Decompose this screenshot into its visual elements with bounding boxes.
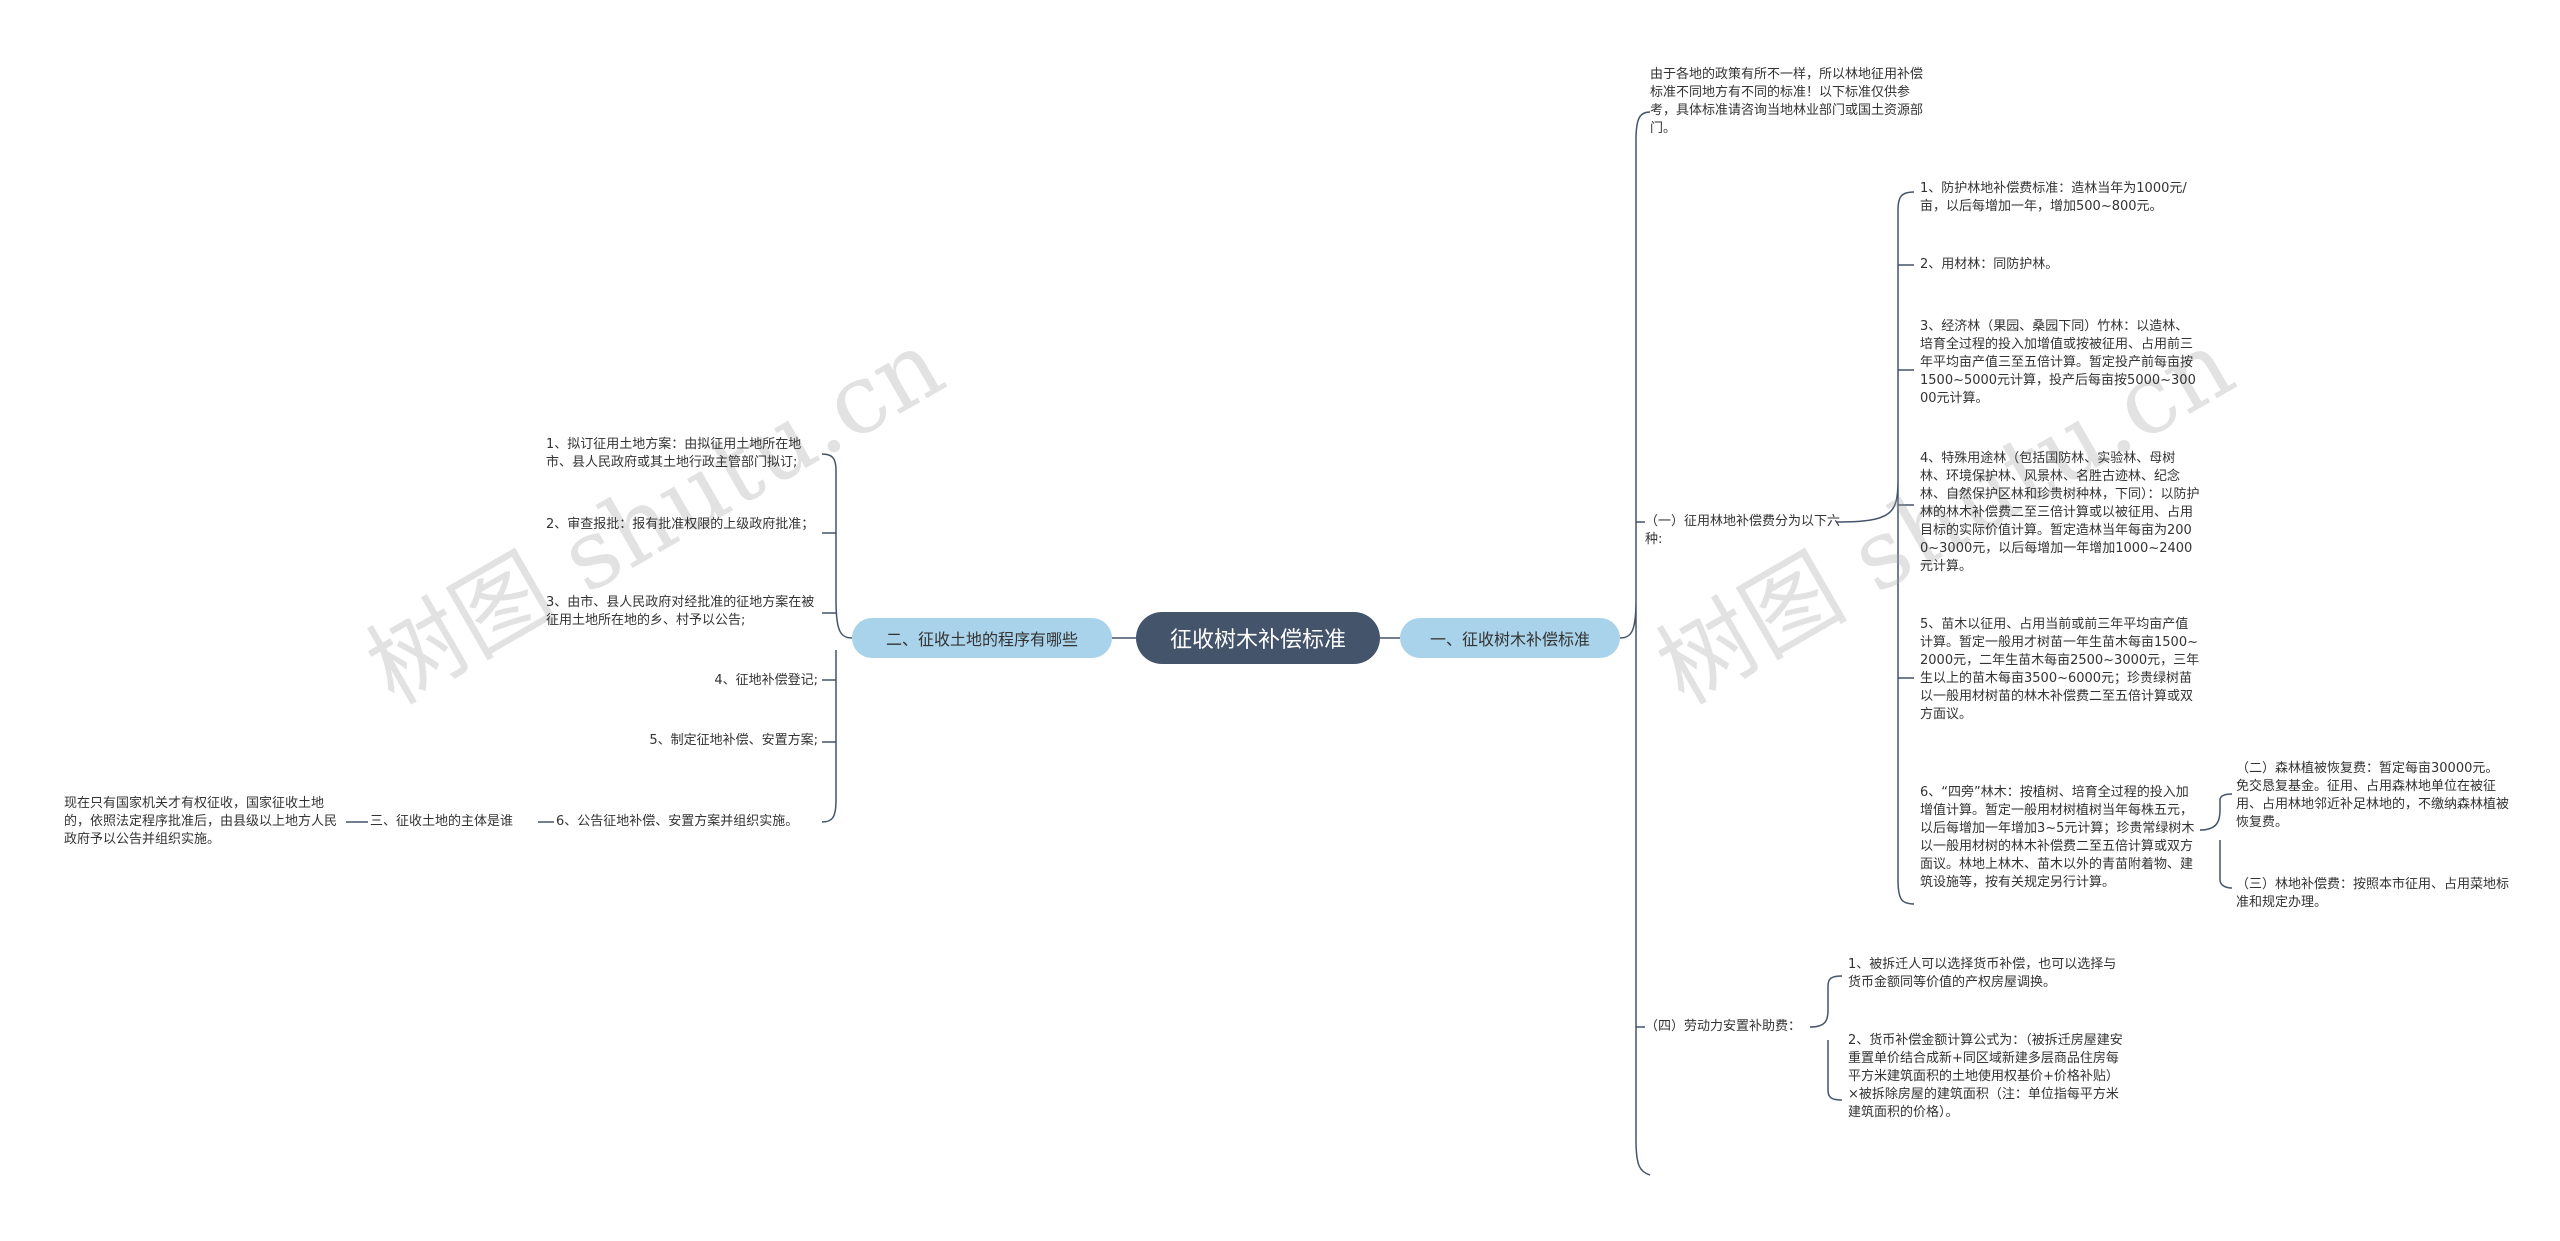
sub6-item-2[interactable]: （三）林地补偿费：按照本市征用、占用菜地标准和规定办理。 bbox=[2236, 877, 2510, 910]
left-item-6[interactable]: 6、公告征地补偿、安置方案并组织实施。 bbox=[556, 814, 799, 829]
left-sub-detail[interactable]: 现在只有国家机关才有权征收，国家征收土地的，依照法定程序批准后，由县级以上地方人… bbox=[64, 796, 338, 847]
sec1-item-4[interactable]: 4、特殊用途林（包括国防林、实验林、母树林、环境保护林、风景林、名胜古迹林、纪念… bbox=[1920, 451, 2200, 574]
sec4-item-2[interactable]: 2、货币补偿金额计算公式为：（被拆迁房屋建安重置单价结合成新+同区域新建多层商品… bbox=[1848, 1033, 2123, 1120]
sec1-item-1[interactable]: 1、防护林地补偿费标准：造林当年为1000元/亩，以后每增加一年，增加500~8… bbox=[1920, 181, 2187, 214]
sec1-item-6[interactable]: 6、“四旁”林木：按植树、培育全过程的投入加增值计算。暂定一般用材树植树当年每株… bbox=[1920, 785, 2195, 890]
sec1-item-3[interactable]: 3、经济林（果园、桑园下同）竹林：以造林、培育全过程的投入加增值或按被征用、占用… bbox=[1920, 319, 2196, 406]
intro-note[interactable]: 由于各地的政策有所不一样，所以林地征用补偿标准不同地方有不同的标准！以下标准仅供… bbox=[1650, 67, 1924, 136]
left-item-3[interactable]: 3、由市、县人民政府对经批准的征地方案在被征用土地所在地的乡、村予以公告; bbox=[546, 595, 815, 628]
brace-sec1 bbox=[1835, 191, 1915, 905]
brace-sub6 bbox=[2199, 793, 2233, 889]
sec1-item-5[interactable]: 5、苗木以征用、占用当前或前三年平均亩产值计算。暂定一般用才树苗一年生苗木每亩1… bbox=[1920, 617, 2200, 722]
root-node[interactable]: 征收树木补偿标准 bbox=[1136, 612, 1380, 664]
sec4-item-1[interactable]: 1、被拆迁人可以选择货币补偿，也可以选择与货币金额同等价值的产权房屋调换。 bbox=[1848, 957, 2117, 990]
left-item-2[interactable]: 2、审查报批：报有批准权限的上级政府批准； bbox=[546, 517, 815, 532]
sub6-item-1[interactable]: （二）森林植被恢复费：暂定每亩30000元。免交恳复基金。征用、占用森林地单位在… bbox=[2236, 761, 2510, 830]
sec4-label[interactable]: （四）劳动力安置补助费： bbox=[1645, 1019, 1802, 1034]
sec1-label[interactable]: （一）征用林地补偿费分为以下六种: bbox=[1645, 514, 1841, 547]
sec1-item-2[interactable]: 2、用材林：同防护林。 bbox=[1920, 257, 2059, 272]
left-item-1[interactable]: 1、拟订征用土地方案：由拟征用土地所在地市、县人民政府或其土地行政主管部门拟订; bbox=[546, 437, 802, 470]
left-sub-label[interactable]: 三、征收土地的主体是谁 bbox=[370, 814, 514, 829]
brace-sec4 bbox=[1809, 975, 1843, 1101]
branch-land-procedure[interactable]: 二、征收土地的程序有哪些 bbox=[852, 618, 1112, 658]
left-item-4[interactable]: 4、征地补偿登记; bbox=[714, 673, 818, 688]
brace-right-main bbox=[1619, 111, 1651, 1176]
brace-left-main bbox=[821, 453, 853, 823]
branch-compensation-standard[interactable]: 一、征收树木补偿标准 bbox=[1400, 618, 1620, 658]
left-item-5[interactable]: 5、制定征地补偿、安置方案; bbox=[649, 733, 818, 748]
